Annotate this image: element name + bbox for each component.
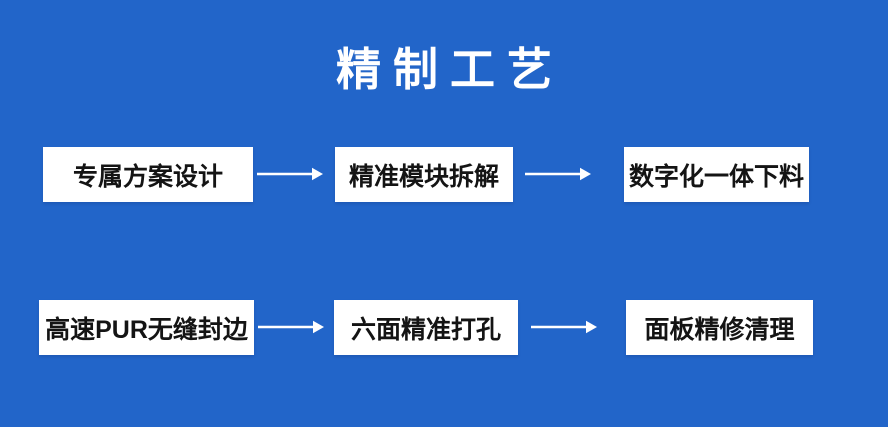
step-box-six-side-precise-drilling: 六面精准打孔	[334, 300, 518, 355]
step-label: 精准模块拆解	[348, 162, 499, 191]
step-box-pur-seamless-edge-banding: 高速PUR无缝封边	[39, 300, 254, 355]
step-box-panel-fine-finish-cleaning: 面板精修清理	[626, 300, 813, 355]
right-arrow-icon	[257, 167, 323, 181]
right-arrow-icon	[258, 320, 324, 334]
right-arrow-icon	[531, 320, 597, 334]
step-label: 高速PUR无缝封边	[45, 315, 248, 344]
right-arrow-icon	[525, 167, 591, 181]
step-label: 六面精准打孔	[350, 315, 501, 344]
step-box-exclusive-plan-design: 专属方案设计	[43, 147, 253, 202]
step-box-digital-integrated-cutting: 数字化一体下料	[624, 147, 809, 202]
step-box-precise-module-disassembly: 精准模块拆解	[335, 147, 513, 202]
step-label: 面板精修清理	[644, 315, 795, 344]
step-label: 专属方案设计	[72, 162, 223, 191]
step-label: 数字化一体下料	[628, 162, 804, 191]
diagram-title: 精制工艺	[335, 44, 564, 95]
